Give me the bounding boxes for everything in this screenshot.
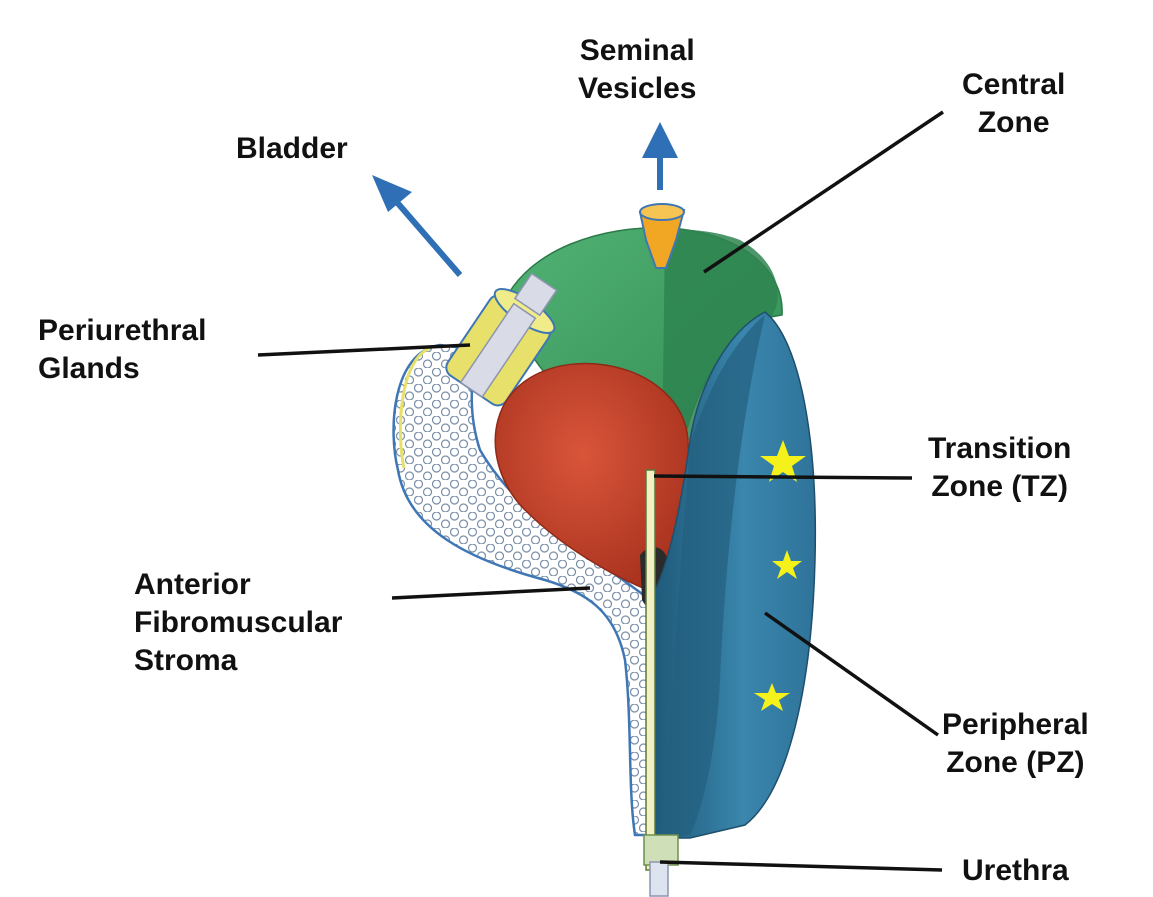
central-zone-label: Central Zone: [962, 66, 1065, 142]
seminal-vesicles-arrow: [642, 122, 678, 190]
urethra-leader: [660, 862, 942, 870]
bladder-arrow: [372, 175, 460, 275]
urethra-label: Urethra: [962, 852, 1069, 890]
transition-zone-label: Transition Zone (TZ): [928, 430, 1071, 506]
bladder-label: Bladder: [236, 130, 348, 168]
periurethral-glands-label: Periurethral Glands: [38, 312, 206, 388]
peripheral-zone-label: Peripheral Zone (PZ): [942, 706, 1089, 782]
seminal-vesicles-label: Seminal Vesicles: [578, 32, 696, 108]
transition-zone-leader: [654, 476, 912, 478]
central-zone-leader: [704, 112, 943, 272]
anterior-fibromuscular-stroma-label: Anterior Fibromuscular Stroma: [134, 566, 342, 680]
anterior-stroma-leader: [392, 588, 590, 598]
